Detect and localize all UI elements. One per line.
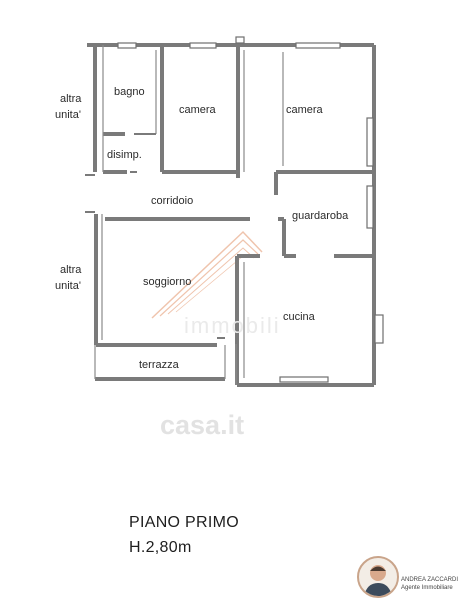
watermark-casa-it: casa.it [160,410,245,440]
room-label-camera-small: camera [179,104,217,116]
neighbor-label-bottom-line2: unita' [55,280,81,292]
windows [117,36,384,383]
person-icon [364,565,392,596]
floor-title: PIANO PRIMO [129,514,239,531]
room-label-cucina: cucina [283,311,316,323]
room-label-bagno: bagno [114,86,145,98]
agent-avatar [357,556,399,598]
neighbor-label-bottom-line1: altra [60,264,82,276]
watermark-immobili: immobili [184,313,281,338]
room-label-guardaroba: guardaroba [292,210,349,222]
neighbor-label-top-line1: altra [60,93,82,105]
walls [87,43,376,387]
room-label-soggiorno: soggiorno [143,276,191,288]
agent-name: ANDREA ZACCARDI [401,577,459,583]
agent-company: Agente Immobiliare [401,585,453,591]
room-label-corridoio: corridoio [151,195,193,207]
room-label-disimp: disimp. [107,149,142,161]
inner-wall-lines [94,45,284,385]
room-label-terrazza: terrazza [139,359,180,371]
door-marks [85,133,225,339]
room-label-camera-large: camera [286,104,324,116]
neighbor-label-top-line2: unita' [55,109,81,121]
floor-height: H.2,80m [129,539,192,556]
watermark-roof-logo [151,230,263,319]
